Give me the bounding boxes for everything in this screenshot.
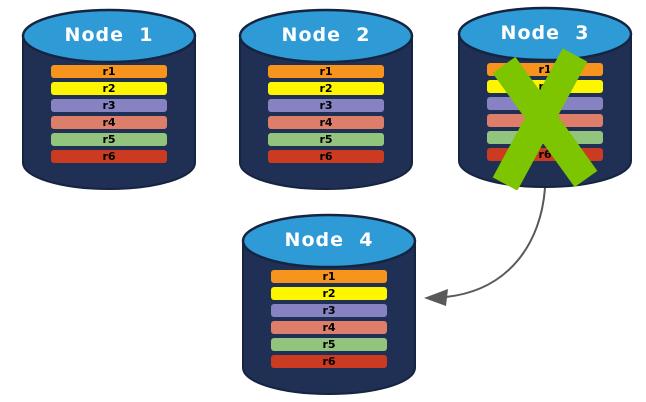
record-bar-r3: r3 <box>271 304 387 317</box>
record-bar-r2: r2 <box>271 287 387 300</box>
record-bar-r3: r3 <box>51 99 167 112</box>
arrowhead-icon <box>424 289 448 306</box>
record-bar-r6: r6 <box>271 355 387 368</box>
db-node-1: Node 1 r1 r2 r3 r4 r5 r6 <box>20 6 198 190</box>
db-node-4: Node 4 r1 r2 r3 r4 r5 r6 <box>240 211 418 395</box>
node-title: Node 2 <box>281 24 371 46</box>
failure-x-icon <box>492 48 598 190</box>
node-title: Node 3 <box>500 22 590 44</box>
record-list: r1 r2 r3 r4 r5 r6 <box>51 65 167 167</box>
record-bar-r6: r6 <box>268 150 384 163</box>
record-bar-r5: r5 <box>271 338 387 351</box>
record-bar-r1: r1 <box>268 65 384 78</box>
record-bar-r4: r4 <box>271 321 387 334</box>
record-bar-r6: r6 <box>51 150 167 163</box>
replication-arrow <box>424 187 546 306</box>
record-bar-r4: r4 <box>51 116 167 129</box>
record-bar-r4: r4 <box>268 116 384 129</box>
record-bar-r2: r2 <box>268 82 384 95</box>
node-title: Node 1 <box>64 24 154 46</box>
node-title: Node 4 <box>284 229 374 251</box>
record-bar-r1: r1 <box>51 65 167 78</box>
record-list: r1 r2 r3 r4 r5 r6 <box>271 270 387 372</box>
record-bar-r5: r5 <box>268 133 384 146</box>
record-bar-r5: r5 <box>51 133 167 146</box>
db-node-2: Node 2 r1 r2 r3 r4 r5 r6 <box>237 6 415 190</box>
record-bar-r2: r2 <box>51 82 167 95</box>
record-bar-r3: r3 <box>268 99 384 112</box>
record-list: r1 r2 r3 r4 r5 r6 <box>268 65 384 167</box>
record-bar-r1: r1 <box>271 270 387 283</box>
